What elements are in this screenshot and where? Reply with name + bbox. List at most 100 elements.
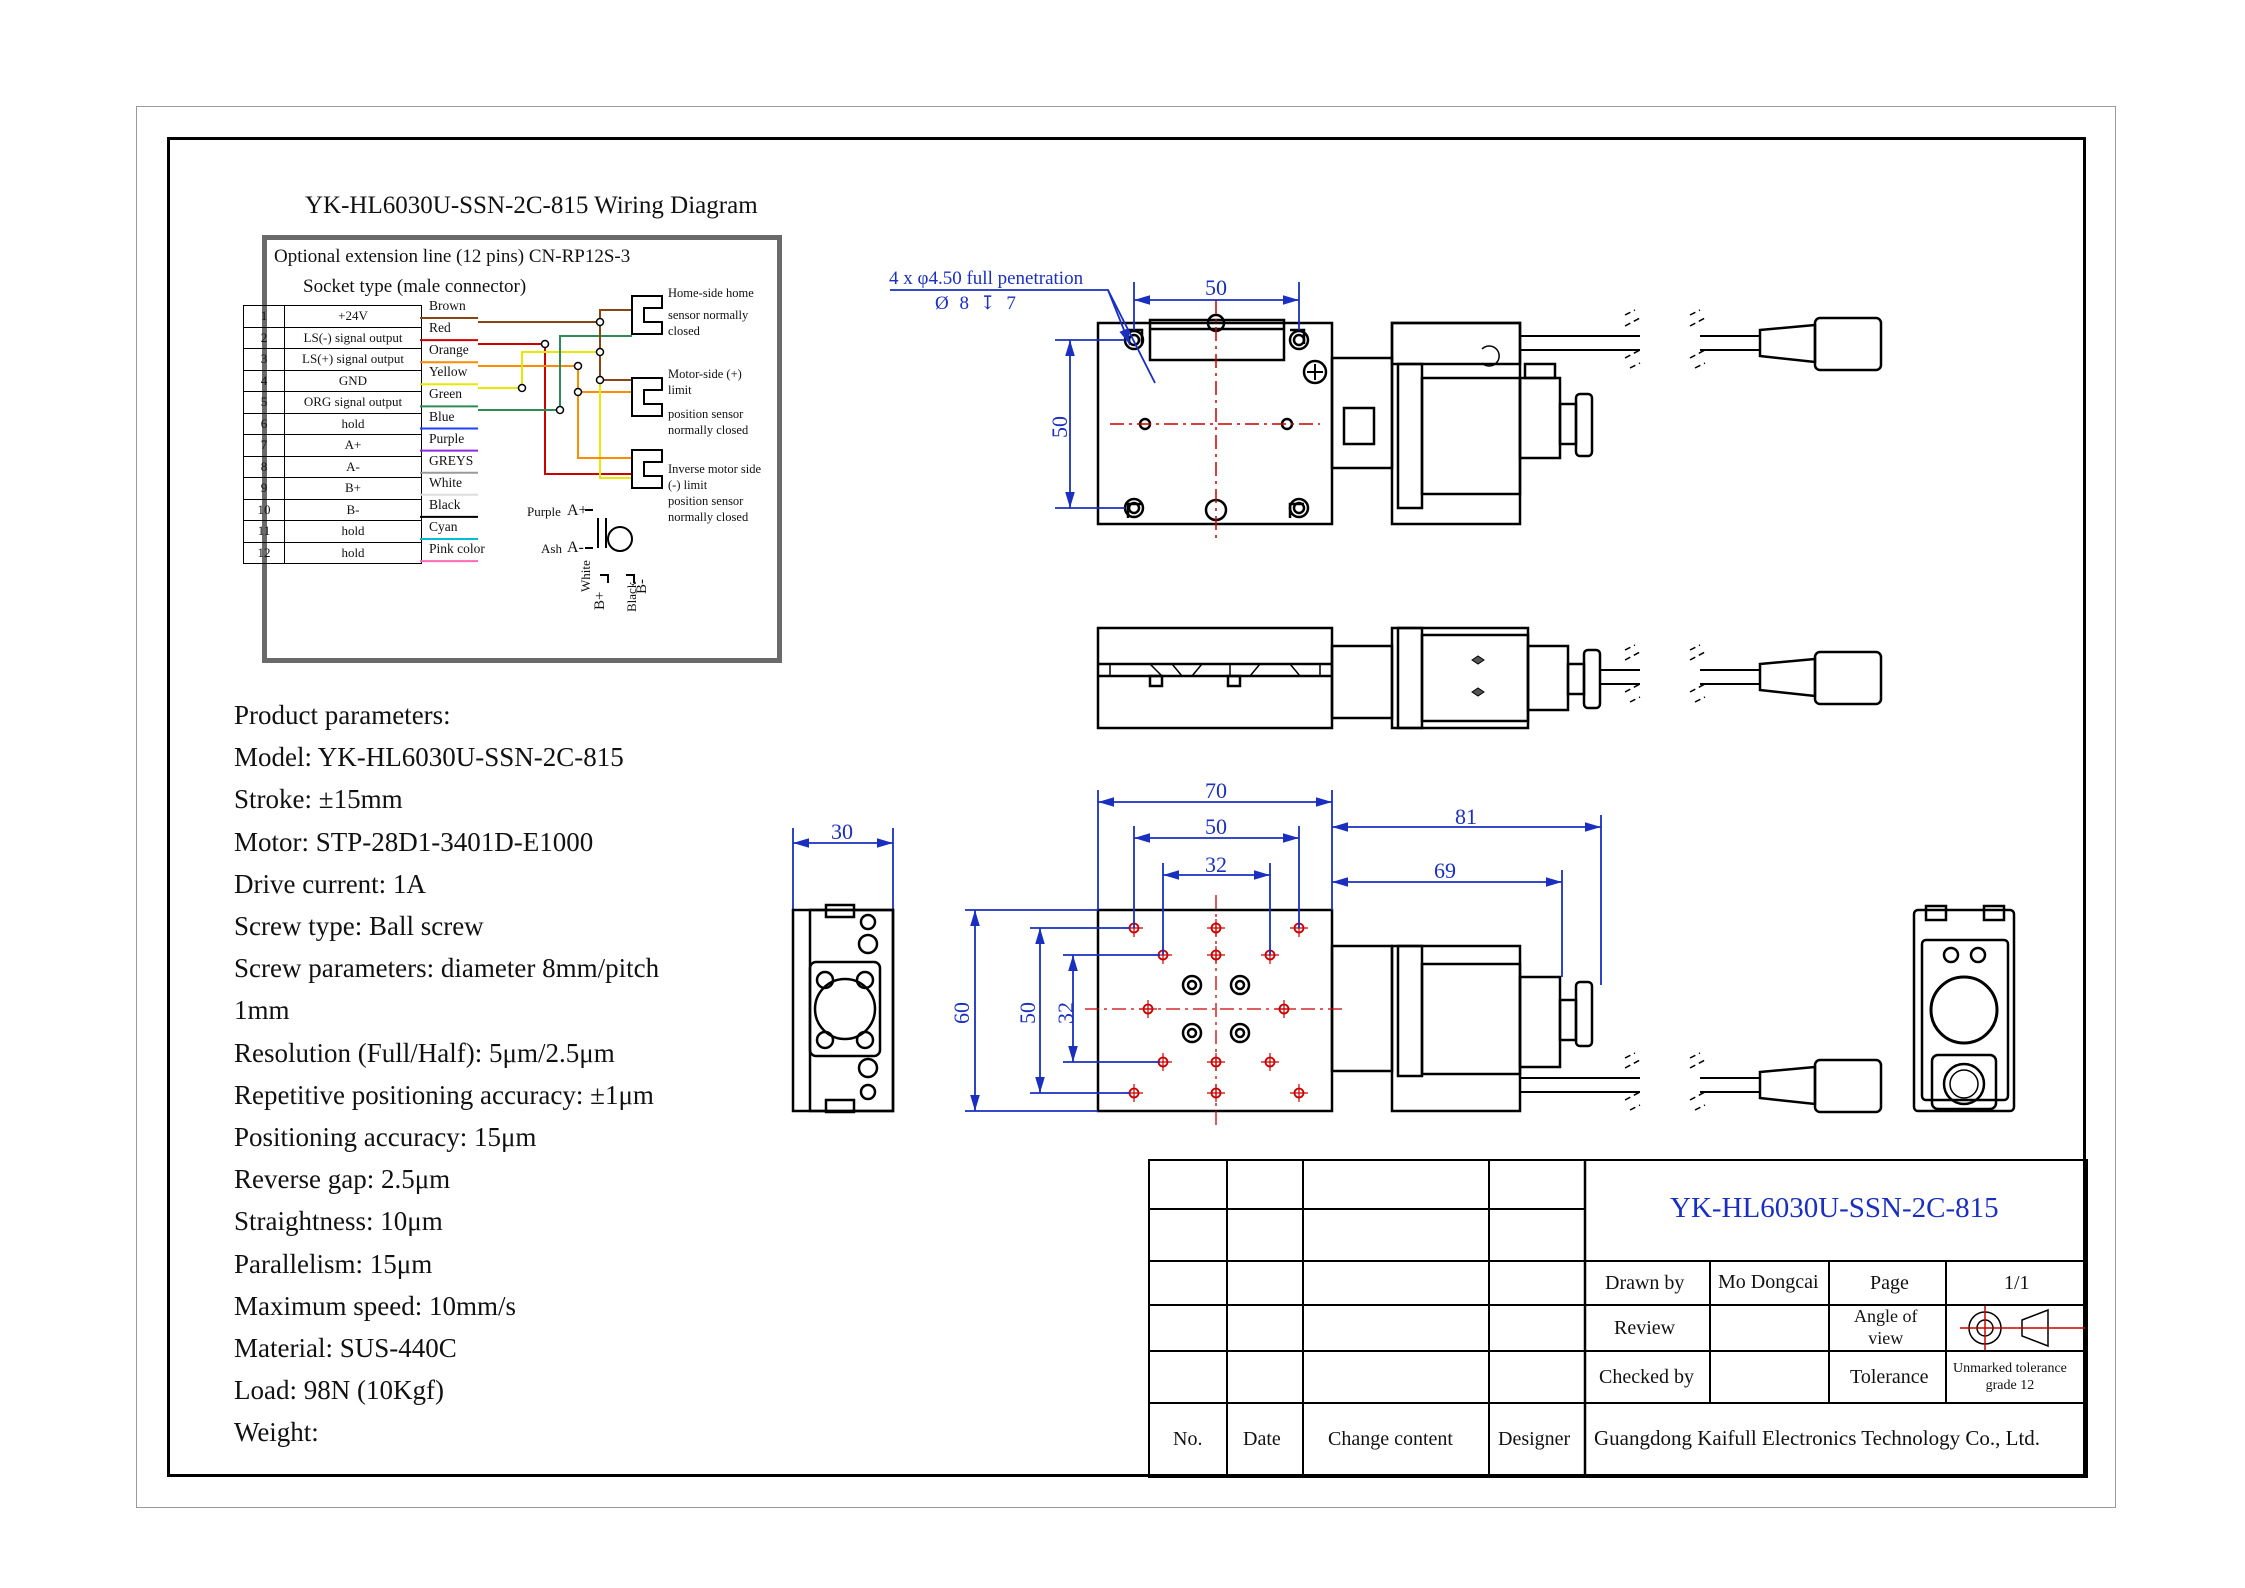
limit-sensor-icon [631, 377, 663, 417]
dim-top-50-width: 50 [1205, 275, 1227, 300]
page-value: 1/1 [2004, 1272, 2030, 1294]
a-minus-lead-label: A- [567, 539, 584, 556]
home-sensor-line-1: Home-side home [668, 286, 754, 300]
param-reverse-gap: Reverse gap: 2.5μm [234, 1164, 451, 1195]
wire-color-label: Red [429, 320, 451, 336]
right-end-view [1912, 904, 2016, 1113]
sensor-wire [478, 309, 632, 323]
top-view [1096, 300, 1883, 540]
left-end-view [791, 903, 895, 1114]
limit-sensor-icon [631, 295, 663, 335]
wiring-diagram-title: YK-HL6030U-SSN-2C-815 Wiring Diagram [305, 192, 758, 219]
wire-color-label: Yellow [429, 364, 468, 380]
motor-sensor-line-4: normally closed [668, 423, 749, 437]
col-no: No. [1173, 1428, 1203, 1450]
param-material: Material: SUS-440C [234, 1333, 457, 1364]
home-sensor-line-2: sensor normally [668, 308, 749, 322]
junction-dot [595, 375, 605, 385]
hole-center-mark [1290, 1084, 1308, 1102]
motor-sensor-label: Motor-side (+) limit position sensor nor… [668, 366, 748, 438]
inverse-sensor-label: Inverse motor side (-) limit position se… [668, 461, 761, 525]
wire-color-label: Green [429, 386, 462, 402]
dim-70: 70 [1205, 778, 1227, 803]
wire-color-label: Black [429, 496, 461, 512]
param-screw-type: Screw type: Ball screw [234, 911, 484, 942]
home-sensor-line-3: closed [668, 324, 700, 338]
drawn-by-value: Mo Dongcai [1718, 1271, 1819, 1293]
inverse-sensor-line-4: normally closed [668, 510, 749, 524]
wire-color-label: Purple [429, 430, 465, 446]
wire-color-label: Blue [429, 408, 455, 424]
extension-line-label: Optional extension line (12 pins) CN-RP1… [274, 246, 631, 267]
tolerance-label: Tolerance [1850, 1366, 1929, 1388]
junction-dot [517, 383, 527, 393]
home-sensor-label: Home-side home sensor normally closed [668, 285, 754, 339]
wire-color-label: Pink color [429, 541, 485, 557]
pin-function: GND [284, 369, 422, 392]
pin-number: 10 [243, 498, 285, 521]
limit-sensor-icon [631, 449, 663, 489]
top-view-dimensions [890, 282, 1300, 509]
hole-depth-note: Ø 8 ↧ 7 [935, 293, 1019, 314]
title-block-model: YK-HL6030U-SSN-2C-815 [1670, 1192, 1999, 1224]
junction-dot [555, 405, 565, 415]
purple-lead-label: Purple [527, 504, 561, 519]
param-resolution: Resolution (Full/Half): 5μm/2.5μm [234, 1037, 615, 1068]
param-max-speed: Maximum speed: 10mm/s [234, 1290, 516, 1321]
bottom-view-dimensions [792, 790, 1602, 1112]
param-screw-params: Screw parameters: diameter 8mm/pitch [234, 953, 660, 984]
param-load: Load: 98N (10Kgf) [234, 1375, 444, 1406]
sensor-wire [478, 335, 632, 411]
param-screw-params-cont: 1mm [234, 995, 290, 1026]
inverse-sensor-line-3: position sensor [668, 494, 744, 508]
review-label: Review [1614, 1317, 1676, 1339]
pin-function: LS(-) signal output [284, 326, 422, 349]
junction-dot [573, 361, 583, 371]
drawn-by-label: Drawn by [1605, 1272, 1685, 1294]
ash-lead-label: Ash [541, 541, 562, 556]
tolerance-value: Unmarked tolerance grade 12 [1953, 1360, 2067, 1394]
inverse-sensor-line-1: Inverse motor side [668, 462, 762, 476]
param-weight: Weight: [234, 1417, 319, 1448]
param-parallelism: Parallelism: 15μm [234, 1248, 433, 1279]
junction-dot [595, 347, 605, 357]
dim-69: 69 [1434, 858, 1456, 883]
wire-color-label: Cyan [429, 519, 458, 534]
junction-dot [595, 317, 605, 327]
param-motor: Motor: STP-28D1-3401D-E1000 [234, 826, 594, 857]
sheet-frame [136, 106, 2116, 1508]
param-heading: Product parameters: [234, 700, 451, 730]
wire-color-label: GREYS [429, 452, 474, 468]
inverse-sensor-line-2: (-) limit [668, 478, 708, 492]
tolerance-line-1: Unmarked tolerance [1953, 1361, 2067, 1376]
param-stroke: Stroke: ±15mm [234, 784, 403, 815]
param-repetitive: Repetitive positioning accuracy: ±1μm [234, 1079, 654, 1110]
side-view [1096, 626, 1883, 730]
angle-of-view-symbol [1960, 1306, 2085, 1350]
param-positioning: Positioning accuracy: 15μm [234, 1122, 537, 1153]
dim-30: 30 [831, 819, 853, 844]
a-plus-lead-label: A+ [567, 502, 588, 519]
motor-coil-icon [585, 509, 635, 583]
page-label: Page [1870, 1272, 1909, 1294]
company-name: Guangdong Kaifull Electronics Technology… [1594, 1426, 2041, 1450]
param-straightness: Straightness: 10μm [234, 1206, 443, 1237]
wire-color-label: Orange [429, 342, 469, 358]
pin-function: hold [284, 541, 422, 564]
checked-by-label: Checked by [1599, 1366, 1694, 1388]
wire-color-label: Brown [429, 298, 466, 313]
tolerance-line-2: grade 12 [1985, 1378, 2035, 1393]
col-change-content: Change content [1328, 1428, 1453, 1450]
angle-label-line-1: Angle of [1854, 1306, 1918, 1326]
param-model: Model: YK-HL6030U-SSN-2C-815 [234, 742, 624, 773]
